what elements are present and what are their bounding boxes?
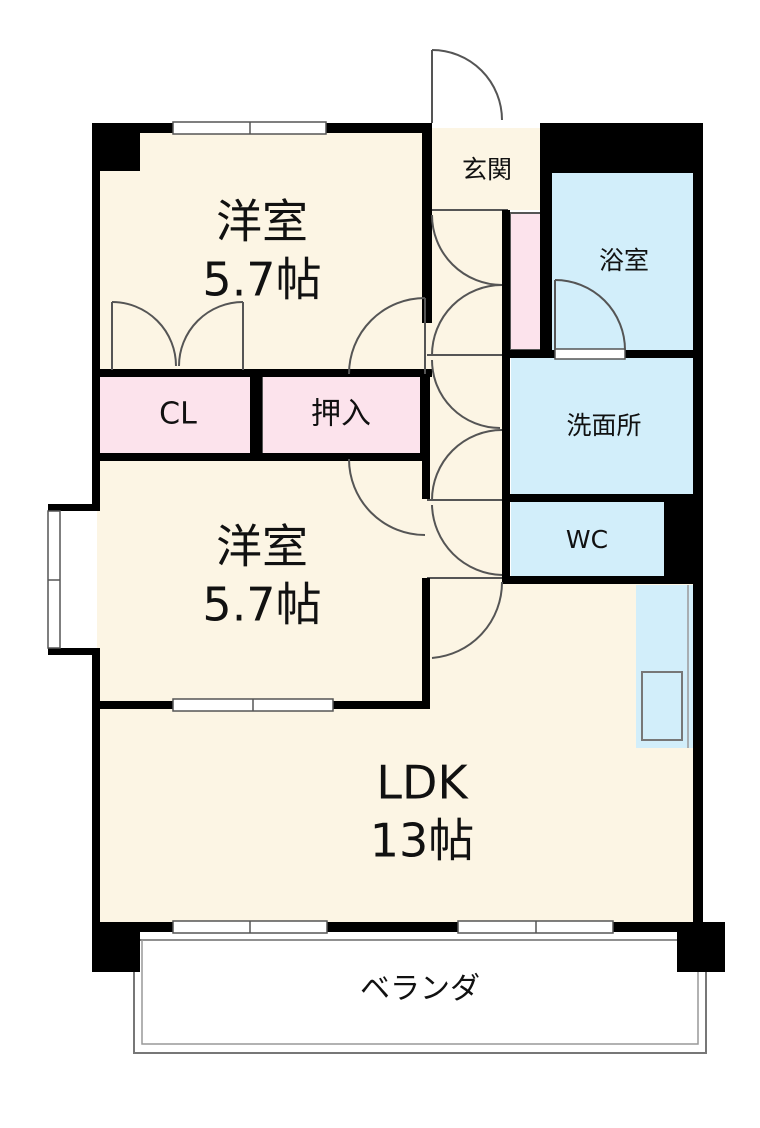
ldk-floor [97,582,697,928]
shoe-cabinet [510,213,544,350]
windows [47,121,626,934]
doors [111,49,626,659]
entrance-label: 玄関 [462,155,512,184]
western-room-1-floor [97,128,427,373]
hallway-floor [425,210,508,582]
cl-floor [97,373,256,453]
washroom-floor [511,356,695,494]
oshiire-label: 押入 [311,397,371,432]
balcony [133,939,707,1054]
room-fills [97,128,697,928]
wc-label: WC [566,525,608,554]
ldk-name: LDK [376,756,469,810]
closet-label: CL [159,397,197,432]
bath-floor [552,172,695,350]
bath-label: 浴室 [599,246,649,275]
ldk-size: 13帖 [370,814,475,868]
western-room-1-size: 5.7帖 [202,253,321,307]
western-room-2-floor [97,459,425,705]
oshiire-floor [262,373,420,453]
western-room-2-size: 5.7帖 [202,578,321,632]
window-bath [554,348,626,360]
entrance-floor [427,128,545,210]
balcony-label: ベランダ [360,972,480,1007]
kitchen-counter [636,585,693,748]
western-room-2-name: 洋室 [216,520,308,574]
wc-floor [511,500,666,576]
western-room-1-name: 洋室 [216,195,308,249]
kitchen-sink [641,671,683,741]
washroom-label: 洗面所 [566,411,641,440]
